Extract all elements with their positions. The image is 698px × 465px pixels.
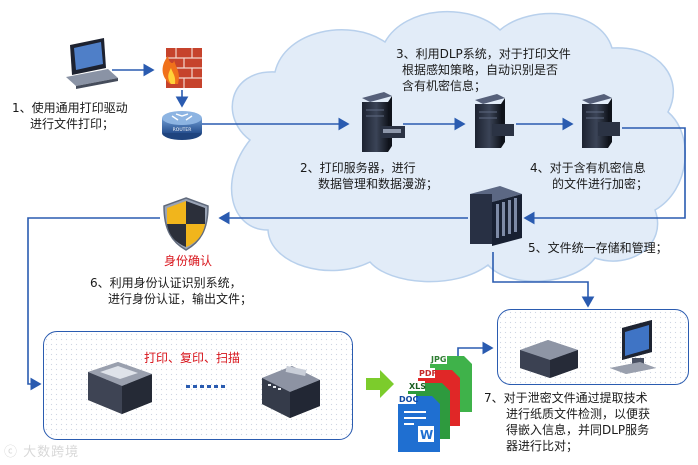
router-icon: ROUTER: [162, 111, 202, 140]
step4-line2: 的文件进行加密；: [552, 177, 649, 191]
step7-line2: 进行纸质文件检测，以便获: [506, 407, 651, 421]
step1-text: 1、使用通用打印驱动 进行文件打印；: [12, 100, 128, 132]
laptop-icon: [66, 38, 118, 89]
arrow-auth-printers: [27, 217, 160, 391]
step7-line4: 器进行比对；: [506, 439, 579, 453]
watermark-logo: ⓒ 大数跨境: [4, 445, 80, 460]
step6-line1: 6、利用身份认证识别系统，: [90, 276, 242, 290]
step3-line3: 含有机密信息；: [402, 79, 487, 93]
print-server-icon: [362, 92, 405, 152]
step6-line2: 进行身份认证，输出文件；: [108, 292, 253, 306]
svg-text:DOC: DOC: [399, 395, 418, 404]
watermark-text: 大数跨境: [23, 445, 80, 460]
firewall-icon: [162, 48, 202, 88]
shield-icon: [163, 197, 209, 251]
svg-text:XLS: XLS: [409, 382, 426, 391]
step5-text: 5、文件统一存储和管理；: [528, 241, 668, 255]
step7-line3: 得嵌入信息，并同DLP服务: [506, 423, 650, 437]
step2-text: 2、打印服务器，进行 数据管理和数据漫游；: [300, 160, 438, 192]
printer-group-box: [43, 331, 353, 440]
document-stack-icon: JPG PDF XLS DOC W: [397, 354, 472, 452]
storage-server-icon: [470, 186, 522, 246]
step1-line1: 1、使用通用打印驱动: [12, 101, 128, 115]
step1-line2: 进行文件打印；: [30, 117, 115, 131]
step4-line1: 4、对于含有机密信息: [530, 161, 646, 175]
step4-text: 4、对于含有机密信息 的文件进行加密；: [530, 160, 648, 192]
step3-line1: 3、利用DLP系统，对于打印文件: [396, 47, 571, 61]
step7-text: 7、对于泄密文件通过提取技术 进行纸质文件检测，以便获 得嵌入信息，并同DLP服…: [484, 390, 650, 454]
svg-text:W: W: [420, 428, 433, 442]
router-label: ROUTER: [173, 127, 192, 133]
step2-line1: 2、打印服务器，进行: [300, 161, 416, 175]
svg-text:JPG: JPG: [430, 355, 446, 364]
connection-lines: [27, 63, 686, 391]
doc-document-icon: DOC W: [397, 394, 440, 452]
step2-line2: 数据管理和数据漫游；: [318, 177, 439, 191]
step3-line2: 根据感知策略，自动识别是否: [402, 63, 559, 77]
svg-text:PDF: PDF: [419, 369, 437, 378]
step7-line1: 7、对于泄密文件通过提取技术: [484, 391, 648, 405]
step3-text: 3、利用DLP系统，对于打印文件 根据感知策略，自动识别是否 含有机密信息；: [396, 46, 571, 94]
step6-text: 6、利用身份认证识别系统， 进行身份认证，输出文件；: [90, 275, 252, 307]
detection-box: [497, 309, 689, 385]
dlp-server-icon: [475, 94, 514, 148]
print-copy-scan-label: 打印、复印、扫描: [144, 351, 241, 365]
identity-confirm-label: 身份确认: [164, 254, 213, 268]
green-arrow-icon: [366, 370, 394, 398]
encryption-server-icon: [582, 94, 620, 148]
arrow-encrypt-storage: [523, 127, 686, 225]
arrow-storage-detect: [492, 252, 595, 308]
